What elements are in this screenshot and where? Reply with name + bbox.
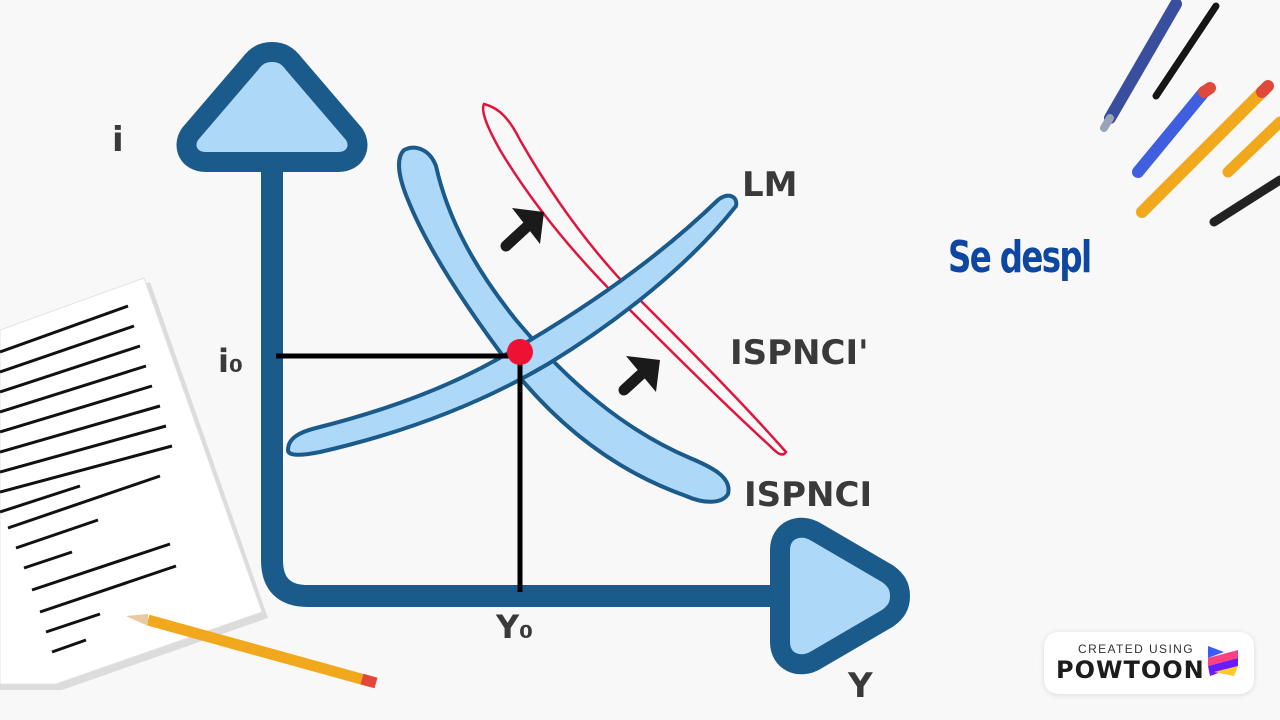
pens-illustration xyxy=(1100,0,1280,227)
powtoon-watermark: CREATED USING POWTOON xyxy=(1044,632,1254,694)
shift-arrow-upper xyxy=(500,208,544,252)
lm-curve xyxy=(285,193,739,457)
paper-sheet-illustration xyxy=(0,277,268,690)
watermark-created-using: CREATED USING xyxy=(1078,642,1194,656)
y-axis-arrowhead xyxy=(176,41,368,172)
equilibrium-output-label: Y₀ xyxy=(495,608,533,646)
is-shifted-curve xyxy=(481,102,788,456)
equilibrium-rate-label: i₀ xyxy=(218,342,243,380)
axis-x-label: Y xyxy=(847,666,873,706)
is-shifted-curve-label: ISPNCI' xyxy=(730,333,869,373)
axes xyxy=(176,41,911,675)
x-axis-arrowhead xyxy=(770,517,911,675)
shift-arrow-lower xyxy=(618,356,660,396)
equilibrium-point xyxy=(507,339,533,365)
pencil-illustration xyxy=(126,614,378,689)
is-curve xyxy=(397,145,731,504)
lm-curve-label: LM xyxy=(742,165,798,205)
watermark-brand: POWTOON xyxy=(1056,656,1205,684)
slide-caption: Se despl xyxy=(948,232,1092,283)
axis-y-label: i xyxy=(112,120,124,160)
is-curve-label: ISPNCI xyxy=(744,475,872,515)
powtoon-logo-icon xyxy=(1208,646,1238,676)
